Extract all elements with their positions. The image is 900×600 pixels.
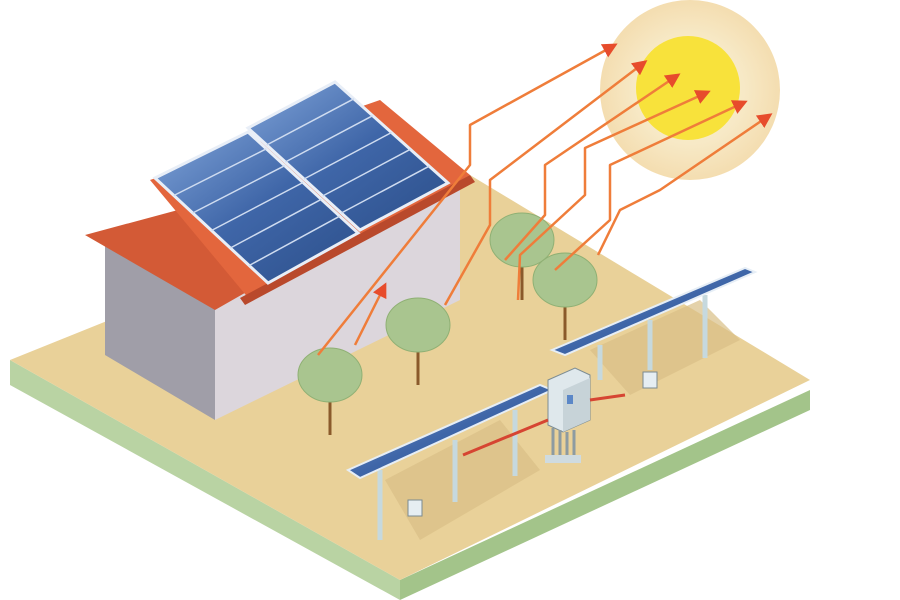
power-wire-front [462,418,549,457]
junction-box [407,499,423,517]
panel-cell-divider [229,198,322,249]
ground-solar-arrays [345,266,758,540]
sunlight-ray-arrow [353,282,387,346]
ground-side-right [400,390,810,600]
ground-top [10,175,810,580]
sunlight-ray-arrow [317,43,618,356]
junction-box [642,371,658,389]
trees [297,212,598,435]
house-front-wall [215,170,460,420]
roof-edge [240,175,475,305]
inverter-base [545,455,581,463]
panel-cell-divider [322,148,411,197]
sunlight-ray-arrow [596,113,773,256]
panel-cell-divider [303,131,392,180]
panel-cell-divider [211,181,304,232]
sun [600,0,780,180]
panel-cell-divider [284,115,374,163]
tree-canopy [297,347,363,403]
sun-core [636,36,740,140]
sunlight-ray-arrow [516,90,711,301]
inverter-cabinet [545,367,591,463]
panel-cell-divider [192,164,286,214]
sunlight-ray-arrow [443,60,648,306]
sunlight-ray-arrow [504,73,681,261]
panel-cell-divider [340,165,430,214]
tree-canopy [532,252,598,308]
power-wire-back [589,393,626,402]
ground-side-left [10,360,400,600]
inverter-front [563,378,590,432]
ground-array-back [549,266,758,395]
ground-array-back-panel [549,266,758,357]
ground-platform [10,175,810,600]
panel-cell-divider [173,148,267,197]
inverter-display [567,395,573,404]
sunlight-ray-arrow [554,100,748,271]
tree-canopy [385,297,451,353]
ground-array-front-shadow [385,420,540,540]
sunlight-rays [317,43,773,356]
panel-cell-divider [266,98,355,146]
ground-array-front [345,383,555,540]
rooftop-solar-array [152,80,451,285]
panel-cell-divider [248,215,341,267]
